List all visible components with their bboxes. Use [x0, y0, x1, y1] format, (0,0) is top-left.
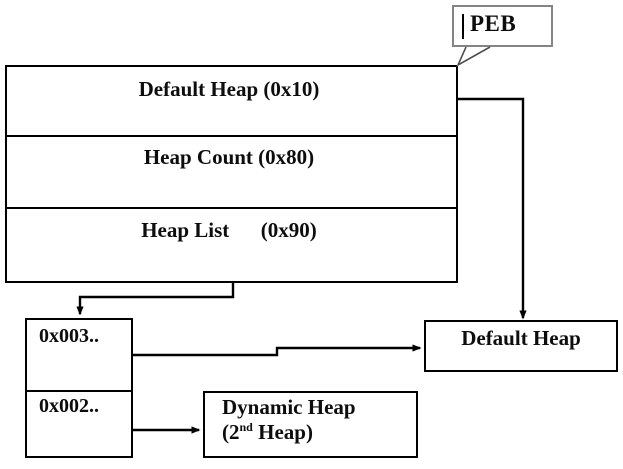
default-heap-label: Default Heap	[461, 326, 581, 350]
dynamic-heap-label-ordinal-suffix: nd	[239, 420, 253, 434]
peb-row-label-heap-list: Heap List (0x90)	[141, 218, 317, 242]
dynamic-heap-label-suffix: Heap)	[252, 420, 313, 444]
dynamic-heap-box	[203, 391, 418, 458]
heap-list-divider	[27, 390, 131, 392]
peb-row-label-default-heap: Default Heap (0x10)	[138, 77, 320, 101]
arrow-entry0-to-default-heap	[133, 344, 422, 357]
dynamic-heap-label-line1: Dynamic Heap	[222, 395, 356, 419]
peb-row-label-heap-count: Heap Count (0x80)	[143, 145, 315, 169]
heap-list-entry-0: 0x003..	[39, 325, 99, 347]
heap-list-box	[25, 318, 133, 458]
heap-list-entry-1: 0x002..	[39, 395, 99, 417]
row-divider-1	[7, 135, 456, 137]
dynamic-heap-label-line2: (2nd Heap)	[222, 420, 313, 445]
peb-callout-label: PEB	[470, 11, 517, 36]
arrow-heap-list-pointer	[76, 283, 235, 316]
text-caret-icon	[462, 14, 464, 39]
peb-structure-box	[5, 65, 458, 283]
peb-callout-tail	[456, 46, 491, 67]
default-heap-box	[424, 320, 618, 372]
dynamic-heap-label-prefix: (2	[222, 420, 240, 444]
arrow-default-heap-pointer	[458, 97, 527, 320]
peb-callout-box[interactable]: PEB	[452, 5, 553, 47]
row-divider-2	[7, 207, 456, 209]
